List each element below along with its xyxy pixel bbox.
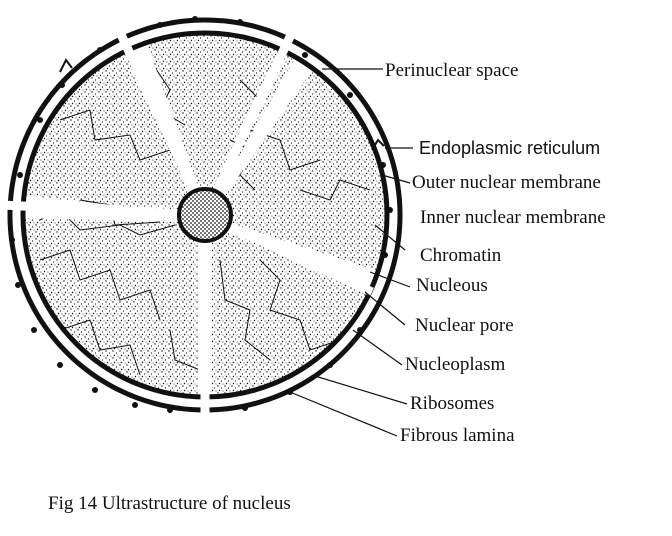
label-chromatin: Chromatin — [420, 245, 502, 266]
label-nucleoplasm: Nucleoplasm — [405, 354, 506, 375]
label-perinuclear-space: Perinuclear space — [385, 60, 519, 81]
label-nucleous: Nucleous — [416, 275, 488, 296]
leader-ribosomes — [314, 375, 408, 405]
leader-nucleoplasm — [352, 329, 403, 366]
leader-outer-nuclear-membrane — [381, 174, 411, 184]
leader-nuclear-pore — [364, 291, 406, 326]
label-nuclear-pore: Nuclear pore — [415, 315, 514, 336]
label-endoplasmic-reticulum: Endoplasmic reticulum — [419, 138, 601, 158]
nucleolus — [177, 187, 233, 243]
leader-fibrous-lamina — [289, 391, 398, 437]
ribosomes — [9, 16, 393, 413]
leader-lines — [289, 68, 413, 437]
label-inner-nuclear-membrane: Inner nuclear membrane — [420, 207, 606, 228]
leader-chromatin — [374, 224, 406, 251]
label-ribosomes: Ribosomes — [410, 393, 495, 414]
nuclear-pores — [1, 13, 374, 420]
endoplasmic-reticulum — [59, 58, 385, 151]
label-outer-nuclear-membrane: Outer nuclear membrane — [412, 172, 601, 193]
leader-nucleous — [369, 271, 411, 288]
label-fibrous-lamina: Fibrous lamina — [400, 425, 515, 446]
figure-caption: Fig 14 Ultrastructure of nucleus — [48, 493, 291, 514]
